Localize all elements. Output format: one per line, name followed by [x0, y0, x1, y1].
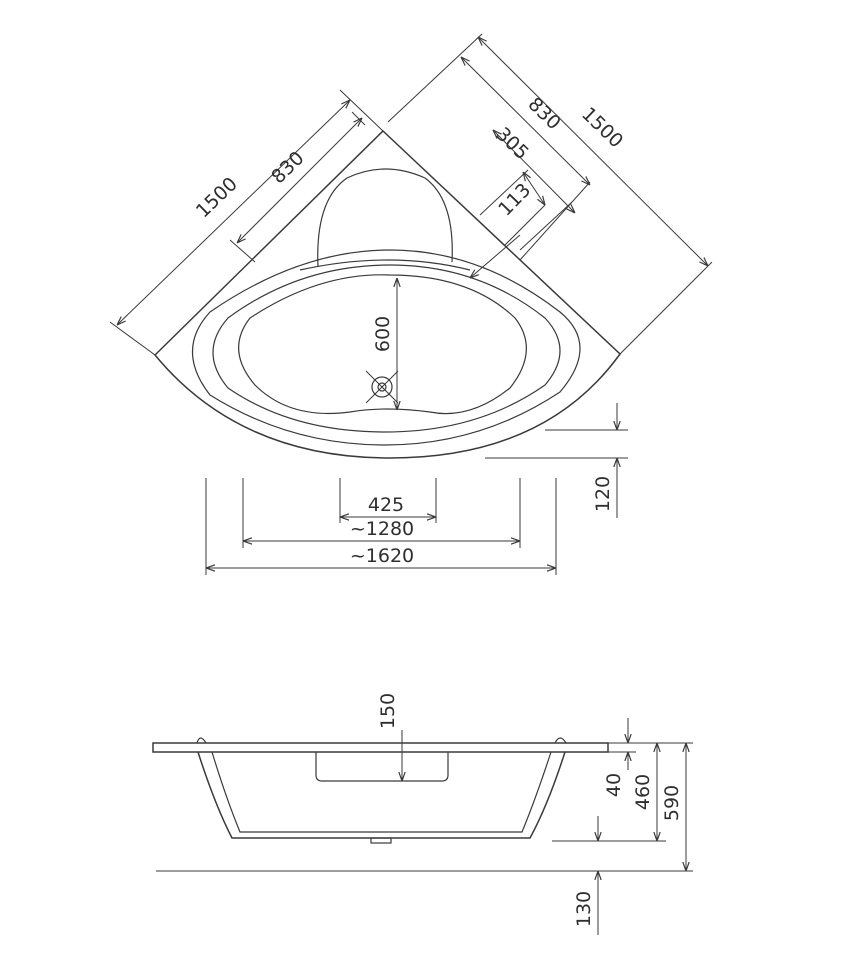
tub-side-step: [315, 752, 449, 782]
top-view: 600 1500 830 1500 830 305 113: [109, 33, 713, 575]
dim-right-1500-label: 1500: [577, 103, 627, 152]
ext-left-830-b: [351, 111, 366, 126]
dim-right-113-label: 113: [494, 179, 535, 220]
rim-lip-right: [554, 737, 567, 744]
tub-side-body: [197, 751, 566, 839]
dim-left-830-label: 830: [267, 147, 308, 188]
ext-right-1500-b: [619, 261, 713, 355]
tub-side-rim: [152, 742, 609, 753]
tub-backrest: [317, 168, 453, 268]
ext-right-1500-a: [387, 33, 483, 123]
tub-inner-edge: [212, 264, 561, 433]
dim-right-830-label: 830: [523, 93, 564, 134]
ext-right-305-a: [519, 201, 573, 251]
dim-460-label: 460: [632, 774, 654, 810]
ext-right-830-a: [519, 181, 591, 261]
dim-600-label: 600: [372, 316, 394, 352]
dim-130-label: 130: [573, 891, 595, 927]
tub-rim-edge: [192, 249, 581, 446]
dim-right-113-line: [523, 172, 545, 205]
dim-right-305-label: 305: [491, 123, 532, 164]
ext-right-113-b: [504, 204, 546, 246]
ext-left-1500-b: [339, 89, 384, 132]
tub-side-inner: [211, 751, 552, 833]
dim-40-label: 40: [603, 773, 625, 797]
dim-120-label: 120: [592, 476, 614, 512]
tub-outer-outline: [153, 129, 621, 459]
dim-590-label: 590: [661, 785, 683, 821]
ext-right-113-a: [479, 169, 529, 216]
side-drain: [370, 837, 392, 844]
dim-right-113-leader: [470, 234, 521, 278]
side-view: 150 40 460 590 130: [152, 693, 693, 935]
drain-symbol: [365, 370, 399, 404]
dim-150-label: 150: [377, 693, 399, 729]
dim-right-830-line: [461, 57, 590, 185]
dim-left-830-line: [237, 118, 362, 243]
dim-left-1500-line: [117, 100, 350, 325]
rim-lip-left: [196, 737, 207, 744]
tub-basin: [238, 274, 527, 415]
dim-425-label: 425: [368, 494, 404, 516]
ext-left-830-a: [229, 239, 256, 263]
ext-left-1500-a: [109, 321, 156, 356]
dim-1280-label: ~1280: [350, 518, 414, 540]
dim-1620-label: ~1620: [350, 545, 414, 567]
dim-left-1500-label: 1500: [192, 173, 242, 222]
